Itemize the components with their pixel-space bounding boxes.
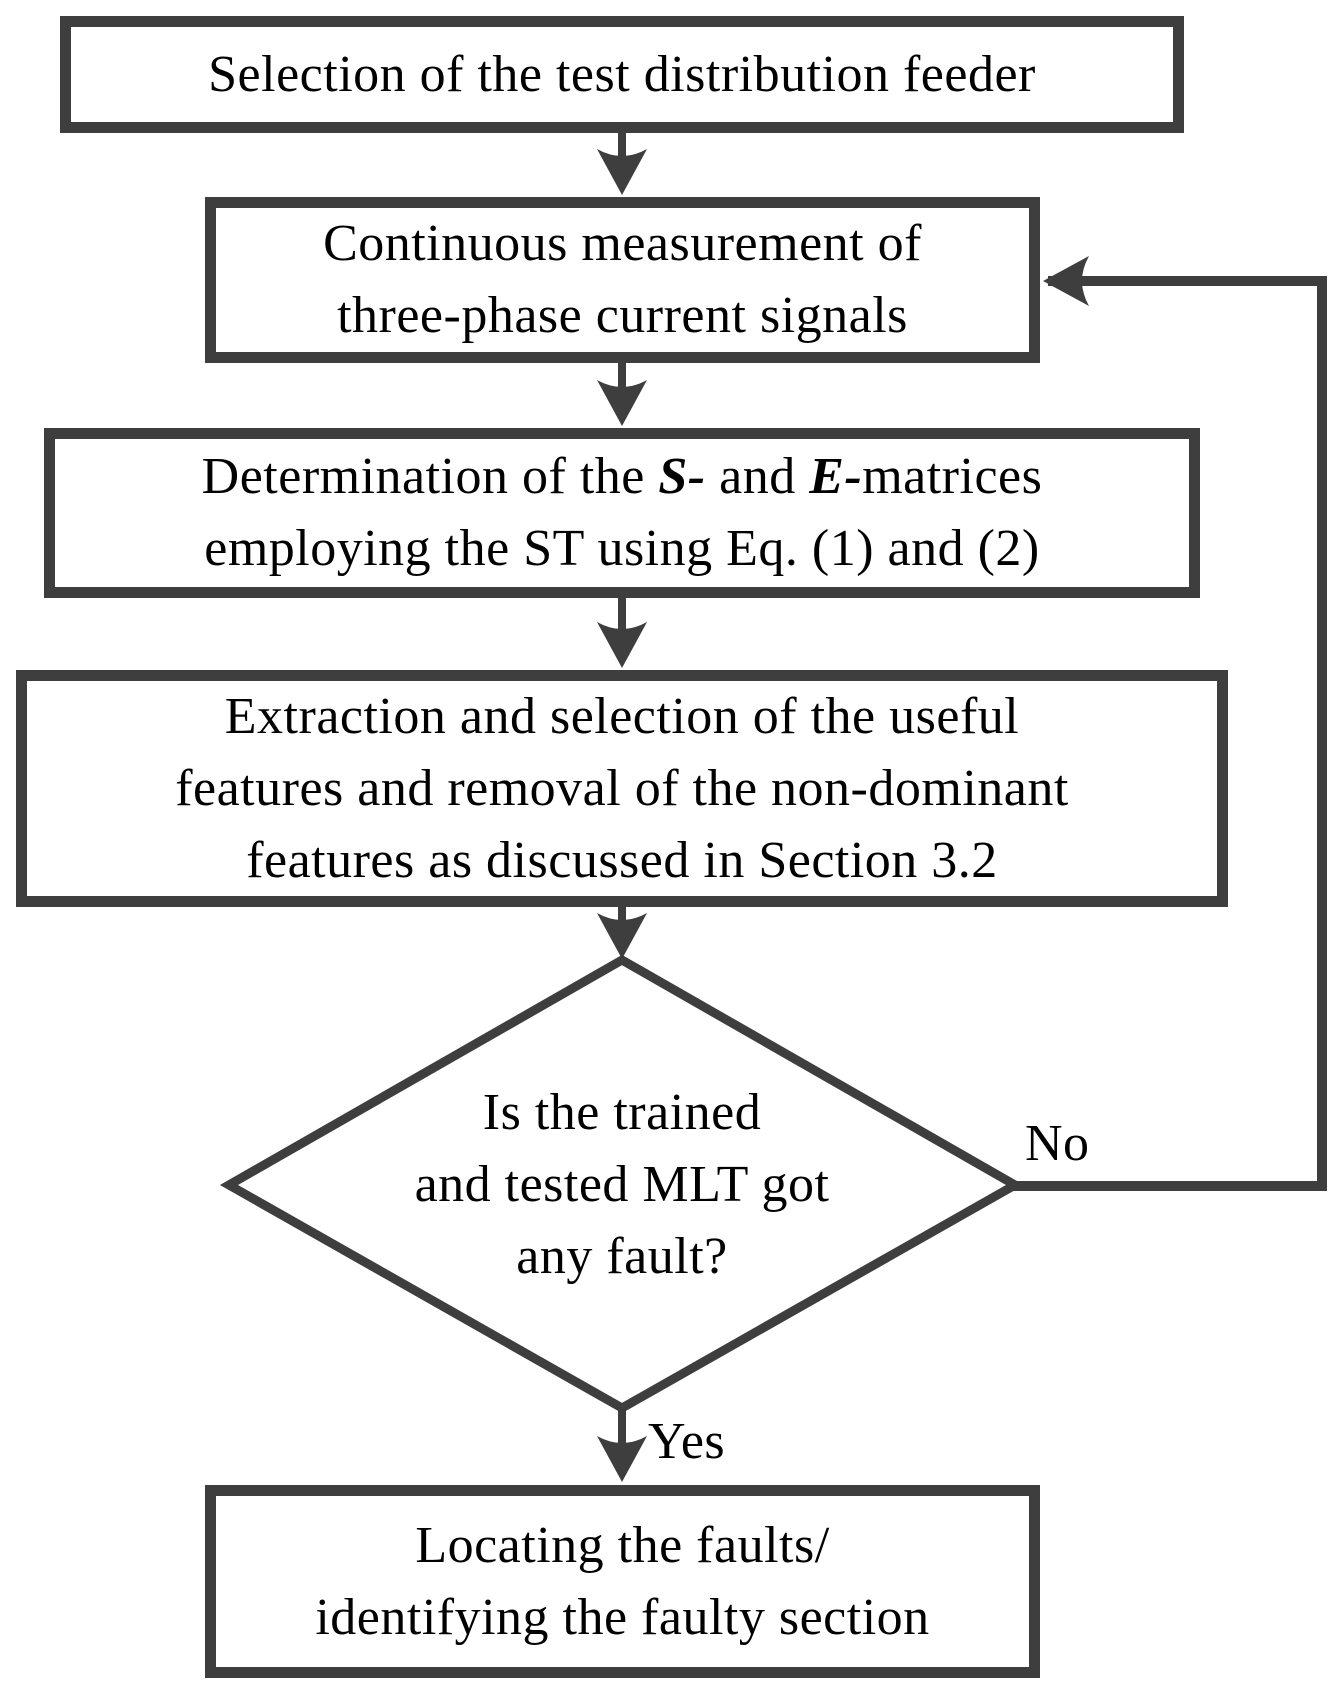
- no-branch-label: No: [1025, 1115, 1090, 1172]
- process-box-text: identifying the faulty section: [315, 1588, 930, 1646]
- text-segment: Determination of the: [201, 448, 659, 505]
- arrow-4-head-icon: [597, 913, 647, 959]
- s-matrix-symbol: S-: [658, 448, 706, 505]
- process-box-matrix-determination: Determination of the S- and E-matrices e…: [44, 428, 1200, 598]
- arrow-1-head-icon: [597, 149, 647, 195]
- process-box-feeder-selection: Selection of the test distribution feede…: [60, 16, 1184, 133]
- process-box-text: employing the ST using Eq. (1) and (2): [204, 520, 1040, 577]
- decision-text-line: and tested MLT got: [414, 1156, 830, 1213]
- process-box-text: Extraction and selection of the useful: [224, 687, 1020, 745]
- process-box-text: three-phase current signals: [337, 287, 908, 344]
- arrow-2-head-icon: [597, 380, 647, 426]
- process-box-continuous-measurement: Continuous measurement of three-phase cu…: [205, 197, 1040, 363]
- process-box-text: Locating the faults/: [415, 1516, 830, 1574]
- decision-text-line: any fault?: [516, 1228, 728, 1285]
- yes-branch-label: Yes: [648, 1413, 726, 1470]
- process-box-text: features and removal of the non-dominant: [175, 759, 1069, 817]
- e-matrix-symbol: E-: [809, 448, 863, 505]
- process-box-text: Selection of the test distribution feede…: [208, 45, 1036, 103]
- decision-diamond-text: Is the trained and tested MLT got any fa…: [272, 1077, 972, 1293]
- text-segment: and: [705, 448, 810, 505]
- process-box-text: Continuous measurement of: [323, 215, 922, 272]
- arrow-5-head-icon: [597, 1436, 647, 1482]
- decision-text-line: Is the trained: [482, 1084, 762, 1141]
- no-feedback-line: [1013, 276, 1327, 1191]
- process-box-feature-extraction: Extraction and selection of the useful f…: [16, 670, 1228, 907]
- no-feedback-arrowhead-icon: [1043, 256, 1089, 306]
- arrow-3-head-icon: [597, 622, 647, 668]
- text-segment: matrices: [862, 448, 1043, 505]
- process-box-text: Determination of the S- and E-matrices: [202, 441, 1043, 513]
- process-box-fault-location: Locating the faults/ identifying the fau…: [205, 1485, 1040, 1678]
- process-box-text: features as discussed in Section 3.2: [246, 831, 998, 889]
